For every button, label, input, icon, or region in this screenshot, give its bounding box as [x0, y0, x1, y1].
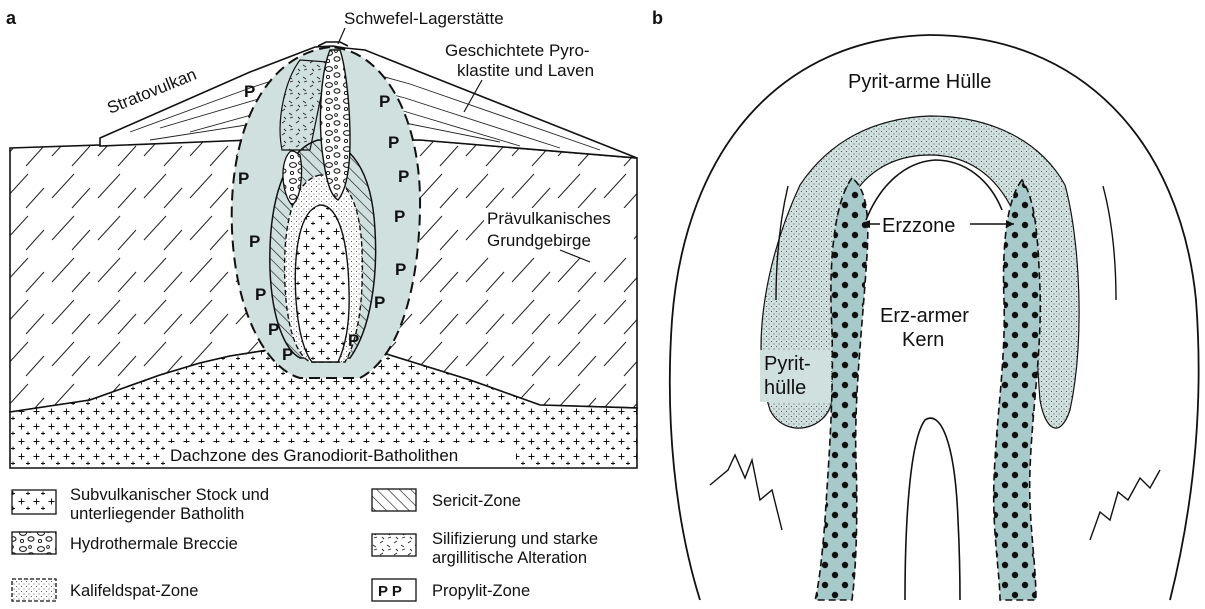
label-sulphur-deposit: Schwefel-Lagerstätte — [344, 9, 504, 28]
legend-label: unterliegender Batholith — [70, 505, 244, 523]
legend-label: Hydrothermale Breccie — [70, 535, 238, 553]
panel-a-cross-section: a P — [6, 6, 637, 468]
legend-swatch-stock — [12, 490, 56, 514]
label-batholith-roof: Dachzone des Granodiorit-Batholithen — [170, 446, 458, 465]
propylite-mark: P — [374, 293, 385, 312]
label-basement-1: Prävulkanisches — [487, 209, 611, 228]
label-layered-2: klastite und Laven — [457, 61, 594, 80]
legend-swatch-potassic — [12, 579, 56, 601]
label-core-1: Erz-armer — [880, 305, 969, 327]
legend-label: Sericit-Zone — [432, 492, 521, 510]
propylite-mark: P — [394, 207, 405, 226]
propylite-mark: P — [244, 82, 255, 101]
panel-a-letter: a — [6, 8, 17, 28]
legend-label: Propylit-Zone — [432, 582, 530, 600]
panel-b-ore-zoning: b Pyrit-arme Hülle Erzzone Erz-armer Ker… — [652, 8, 1199, 600]
propylite-mark: P — [255, 285, 266, 304]
legend-label: Kalifeldspat-Zone — [70, 582, 198, 600]
propylite-mark: P — [398, 167, 409, 186]
halo-line-right — [1103, 186, 1116, 300]
propylite-mark: P — [282, 345, 293, 364]
legend: Subvulkanischer Stock und unterliegender… — [12, 486, 598, 601]
propylite-mark: P — [249, 232, 260, 251]
legend-swatch-breccia — [12, 532, 56, 554]
panel-b-letter: b — [652, 8, 663, 28]
legend-swatch-propylite-text: P P — [378, 583, 402, 600]
jagged-right — [1090, 470, 1160, 540]
legend-swatch-sericite — [372, 489, 416, 511]
propylite-mark: P — [268, 320, 279, 339]
propylite-mark: P — [395, 260, 406, 279]
legend-label: Subvulkanischer Stock und — [70, 486, 269, 504]
inner-arch — [905, 418, 960, 600]
propylite-mark: P — [238, 169, 249, 188]
propylite-mark: P — [379, 92, 390, 111]
legend-swatch-argillic — [372, 534, 416, 556]
label-outer-halo: Pyrit-arme Hülle — [848, 71, 991, 93]
legend-label: Silifizierung und starke — [432, 530, 598, 548]
leader-deposit — [338, 28, 345, 44]
jagged-left — [710, 455, 782, 530]
propylite-mark: P — [348, 331, 359, 350]
propylite-mark: P — [388, 133, 399, 152]
legend-label: argillitische Alteration — [432, 549, 587, 567]
label-basement-2: Grundgebirge — [487, 231, 591, 250]
label-pyrite-halo-2: hülle — [764, 377, 806, 399]
label-pyrite-halo-1: Pyrit- — [764, 353, 811, 375]
label-ore-zone: Erzzone — [882, 215, 955, 237]
label-layered-1: Geschichtete Pyro- — [445, 41, 590, 60]
ore-zone-right-pattern — [994, 180, 1041, 600]
label-core-2: Kern — [902, 329, 944, 351]
